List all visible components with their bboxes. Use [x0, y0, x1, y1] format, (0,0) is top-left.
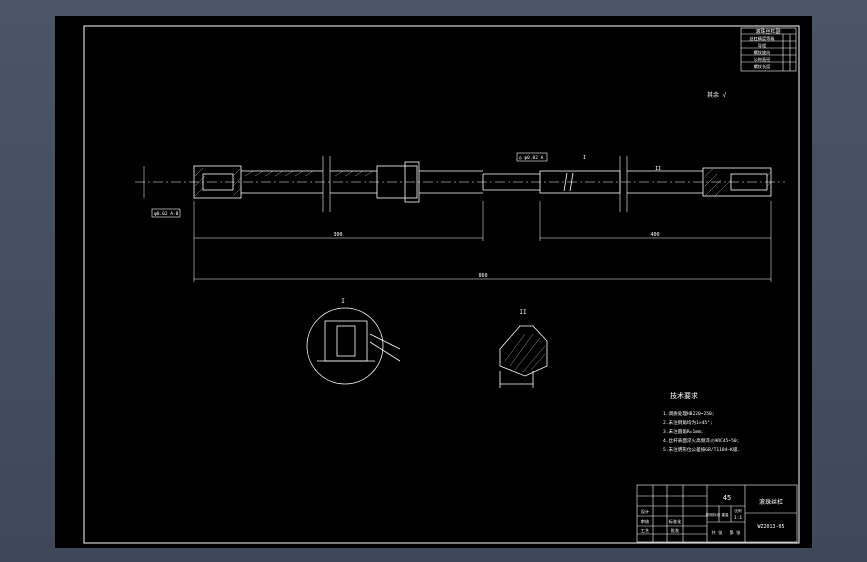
dim-overall: 860 [478, 273, 487, 279]
dim-right-span: 400 [650, 232, 659, 238]
shaft-hatching [194, 167, 772, 197]
tech-req-title: 技术要求 [670, 391, 698, 400]
scale-label-1: I [583, 155, 586, 161]
svg-text:φ0.02 A-B: φ0.02 A-B [154, 211, 179, 217]
tech-req-line-1: 1.调质处理HB220~250; [663, 410, 715, 417]
drawing-sheet: 滚珠丝杠副 丝杠精度等级 导程 螺纹旋向 公称直径 螺纹长度 其余 √ [55, 16, 812, 548]
label-standard: 标准化 [669, 518, 682, 525]
tolerance-frame-2: φ0.02 A-B [151, 208, 181, 218]
inner-border [83, 25, 800, 544]
tech-req-line-5: 5.未注明形位公差按GB/T1184—K级. [663, 446, 740, 453]
technical-requirements: 技术要求 1.调质处理HB220~250; 2.未注倒角均为1×45°; 3.未… [663, 391, 740, 453]
param-row-3: 螺纹旋向 [754, 49, 771, 56]
param-row-1: 丝杠精度等级 [749, 35, 775, 42]
tech-req-line-3: 3.未注圆角R=1mm; [663, 428, 704, 435]
material: 45 [723, 494, 731, 502]
dimension-lines [143, 166, 772, 282]
param-row-5: 螺纹长度 [754, 63, 772, 70]
detail-view-2-hatch [504, 333, 546, 373]
scale-label-2: II [655, 166, 661, 172]
detail-view-1 [306, 307, 401, 385]
shaft-view [135, 156, 785, 212]
label-weight: 重量 [721, 512, 729, 517]
engineering-drawing: 滚珠丝杠副 丝杠精度等级 导程 螺纹旋向 公称直径 螺纹长度 其余 √ [83, 25, 800, 544]
parameter-table-text: 滚珠丝杠副 丝杠精度等级 导程 螺纹旋向 公称直径 螺纹长度 [749, 28, 780, 70]
tech-req-line-4: 4.丝杆表面淬火高频淬火HRC45~50; [663, 437, 739, 444]
drawing-number: WZ2013-05 [757, 524, 784, 530]
parameter-table [740, 27, 797, 72]
part-name: 滚珠丝杠 [759, 498, 783, 506]
detail-view-2 [499, 325, 548, 388]
label-stage: 阶段标记 [706, 512, 721, 517]
label-approve: 批准 [671, 527, 679, 534]
detail-1-title: I [341, 298, 345, 305]
label-scale: 比例 [734, 508, 742, 513]
label-process: 工艺 [641, 528, 649, 533]
label-sheet: 第 张 [730, 529, 742, 536]
scale-value: 1:1 [734, 515, 742, 521]
tolerance-frame-1: ◎ φ0.02 A [516, 152, 548, 162]
param-table-title: 滚珠丝杠副 [755, 28, 780, 35]
detail-2-title: II [519, 309, 527, 316]
title-block [636, 484, 798, 543]
param-row-2: 导程 [758, 42, 767, 49]
label-total-sheets: 共 张 [712, 529, 724, 536]
svg-text:◎ φ0.02 A: ◎ φ0.02 A [519, 155, 544, 161]
label-design: 设计 [641, 508, 649, 515]
tech-req-line-2: 2.未注倒角均为1×45°; [663, 419, 713, 426]
title-block-text: 45 滚珠丝杠 WZ2013-05 1:1 设计 审核 工艺 批准 标准化 阶段… [641, 494, 785, 536]
dim-left-span: 300 [333, 232, 342, 238]
param-row-4: 公称直径 [754, 56, 771, 63]
label-review: 审核 [641, 518, 650, 525]
roughness-note: 其余 √ [707, 91, 727, 99]
